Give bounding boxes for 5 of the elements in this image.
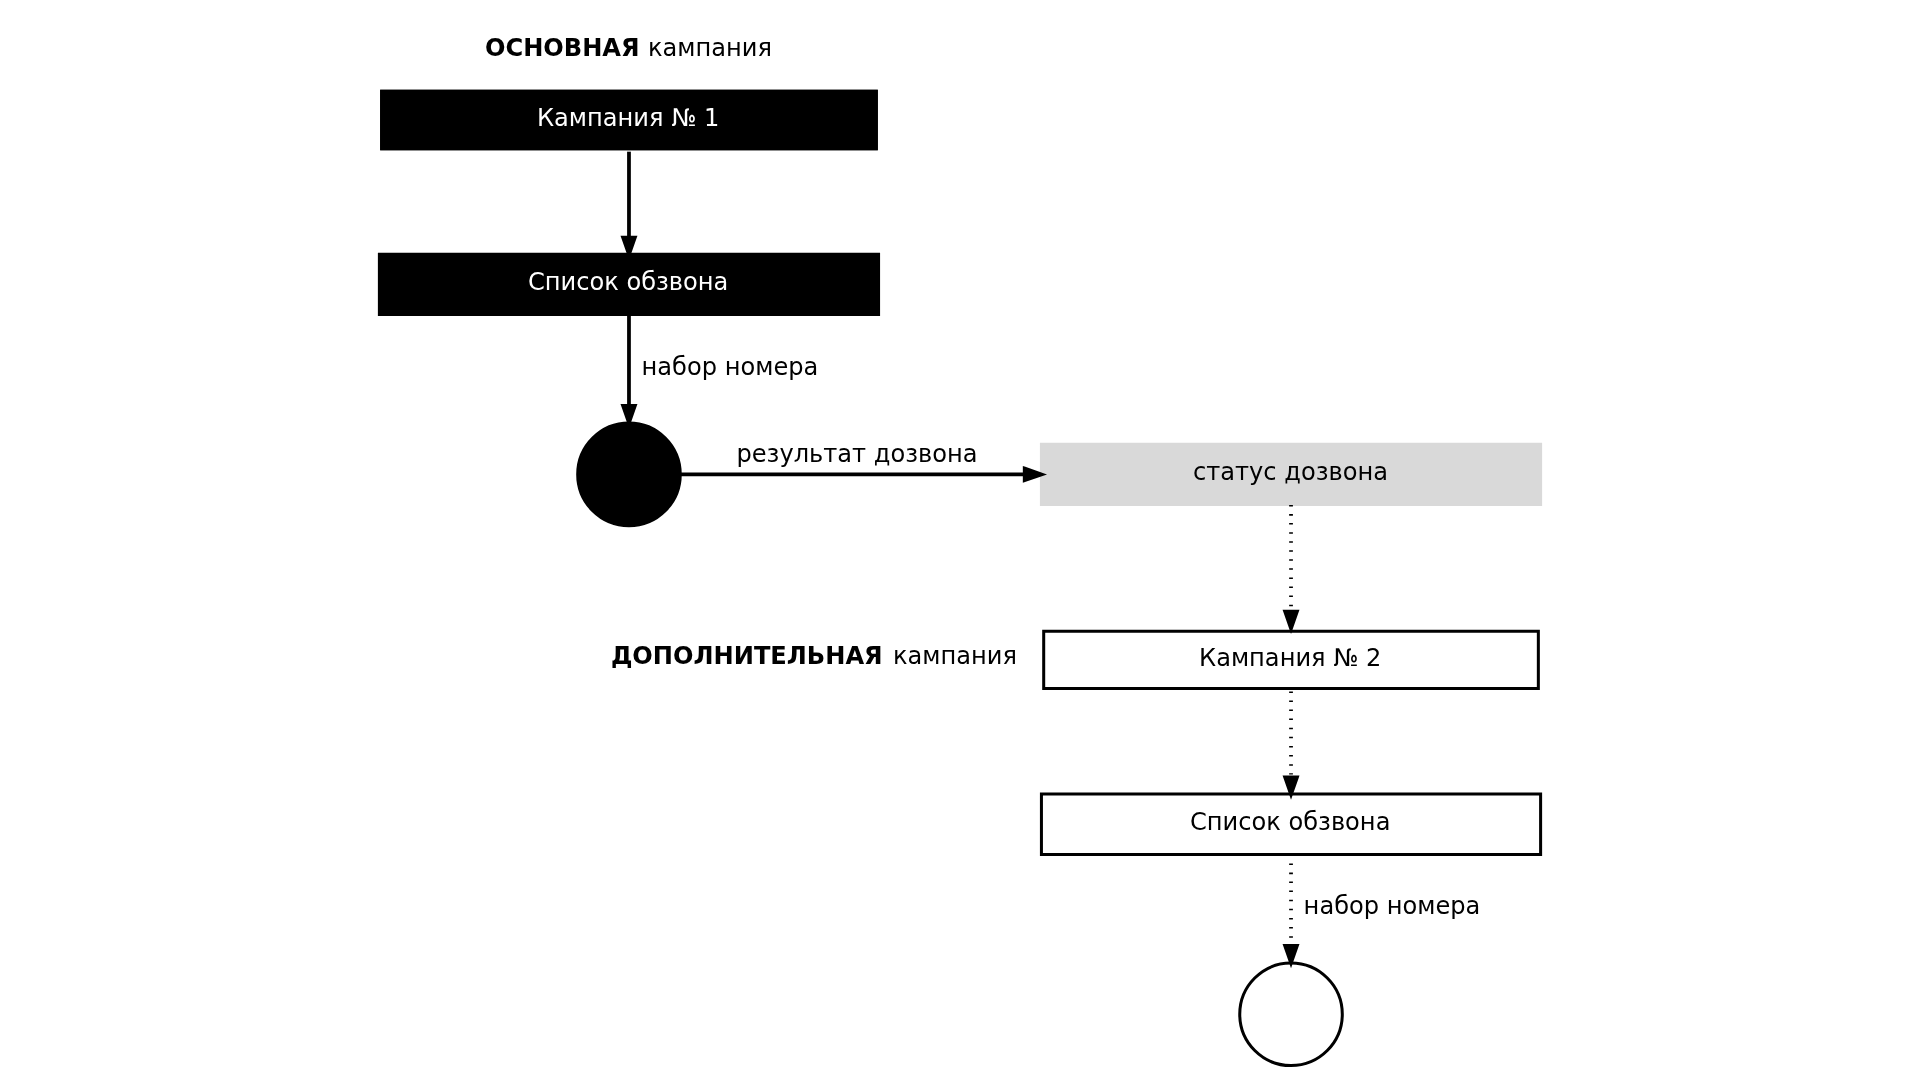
edge-label: набор номера — [1303, 892, 1481, 921]
node-label: ОСНОВНАЯ кампания — [484, 34, 772, 63]
node-label: ДОПОЛНИТЕЛЬНАЯ кампания — [610, 642, 1018, 671]
edge-label: результат дозвона — [736, 440, 978, 469]
edge-label: набор номера — [641, 352, 819, 381]
